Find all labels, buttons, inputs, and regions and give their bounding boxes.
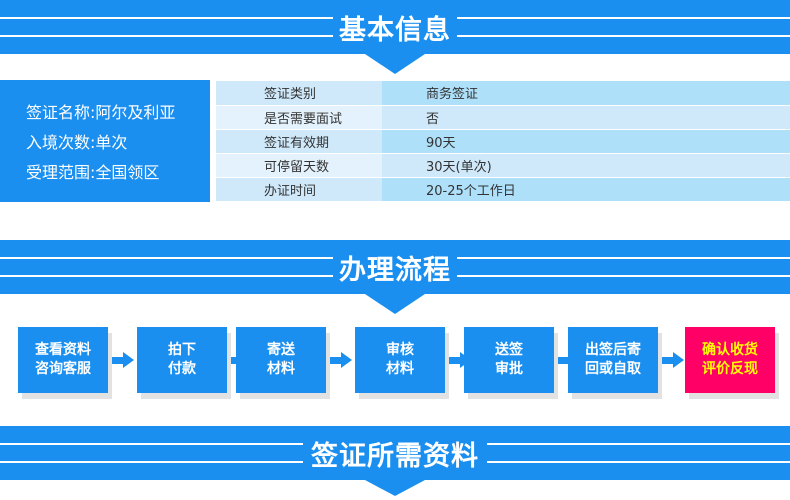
step-line: 送签	[495, 342, 523, 358]
process-step-3: 寄送 材料	[236, 327, 326, 393]
process-step-7: 确认收货 评价反现	[685, 327, 775, 393]
process-step-1: 查看资料 咨询客服	[18, 327, 108, 393]
step-line: 寄送	[267, 342, 295, 358]
visa-summary-panel: 签证名称:阿尔及利亚 入境次数:单次 受理范围:全国领区	[0, 80, 210, 202]
visa-name: 签证名称:阿尔及利亚	[26, 103, 176, 122]
detail-value: 商务签证	[382, 81, 790, 106]
step-line: 付款	[168, 361, 196, 377]
section-title: 办理流程	[333, 240, 457, 294]
detail-label: 办证时间	[216, 177, 382, 202]
visa-details-table: 签证类别 商务签证 是否需要面试 否 签证有效期 90天 可停留天数 30天(单…	[216, 81, 790, 202]
section-title: 基本信息	[333, 0, 457, 54]
step-line: 审核	[386, 342, 414, 358]
right-arrow-icon	[112, 352, 134, 368]
section-title: 签证所需资料	[303, 426, 487, 480]
step-line: 咨询客服	[35, 361, 91, 377]
section-header-process: 办理流程	[0, 240, 790, 314]
table-row: 签证有效期 90天	[216, 129, 790, 154]
detail-label: 可停留天数	[216, 153, 382, 178]
right-arrow-icon	[330, 352, 352, 368]
process-step-4: 审核 材料	[355, 327, 445, 393]
detail-label: 签证类别	[216, 81, 382, 106]
detail-value: 否	[382, 105, 790, 130]
right-arrow-icon	[662, 352, 684, 368]
detail-label: 是否需要面试	[216, 105, 382, 130]
down-arrow-icon	[365, 294, 425, 314]
section-header-basic-info: 基本信息	[0, 0, 790, 74]
process-step-6: 出签后寄 回或自取	[568, 327, 658, 393]
table-row: 签证类别 商务签证	[216, 81, 790, 106]
step-line: 材料	[386, 361, 414, 377]
step-line: 确认收货	[702, 342, 758, 358]
table-row: 是否需要面试 否	[216, 105, 790, 130]
step-line: 出签后寄	[585, 342, 641, 358]
table-row: 可停留天数 30天(单次)	[216, 153, 790, 178]
step-line: 查看资料	[35, 342, 91, 358]
detail-value: 90天	[382, 129, 790, 154]
step-line: 审批	[495, 361, 523, 377]
detail-label: 签证有效期	[216, 129, 382, 154]
visa-scope: 受理范围:全国领区	[26, 163, 160, 182]
process-step-2: 拍下 付款	[137, 327, 227, 393]
section-header-materials: 签证所需资料	[0, 426, 790, 496]
down-arrow-icon	[365, 54, 425, 74]
step-line: 评价反现	[702, 361, 758, 377]
process-step-5: 送签 审批	[464, 327, 554, 393]
down-arrow-icon	[365, 480, 425, 496]
step-line: 材料	[267, 361, 295, 377]
step-line: 拍下	[168, 342, 196, 358]
visa-entries: 入境次数:单次	[26, 133, 128, 152]
table-row: 办证时间 20-25个工作日	[216, 177, 790, 202]
step-line: 回或自取	[585, 361, 641, 377]
detail-value: 30天(单次)	[382, 153, 790, 178]
detail-value: 20-25个工作日	[382, 177, 790, 202]
